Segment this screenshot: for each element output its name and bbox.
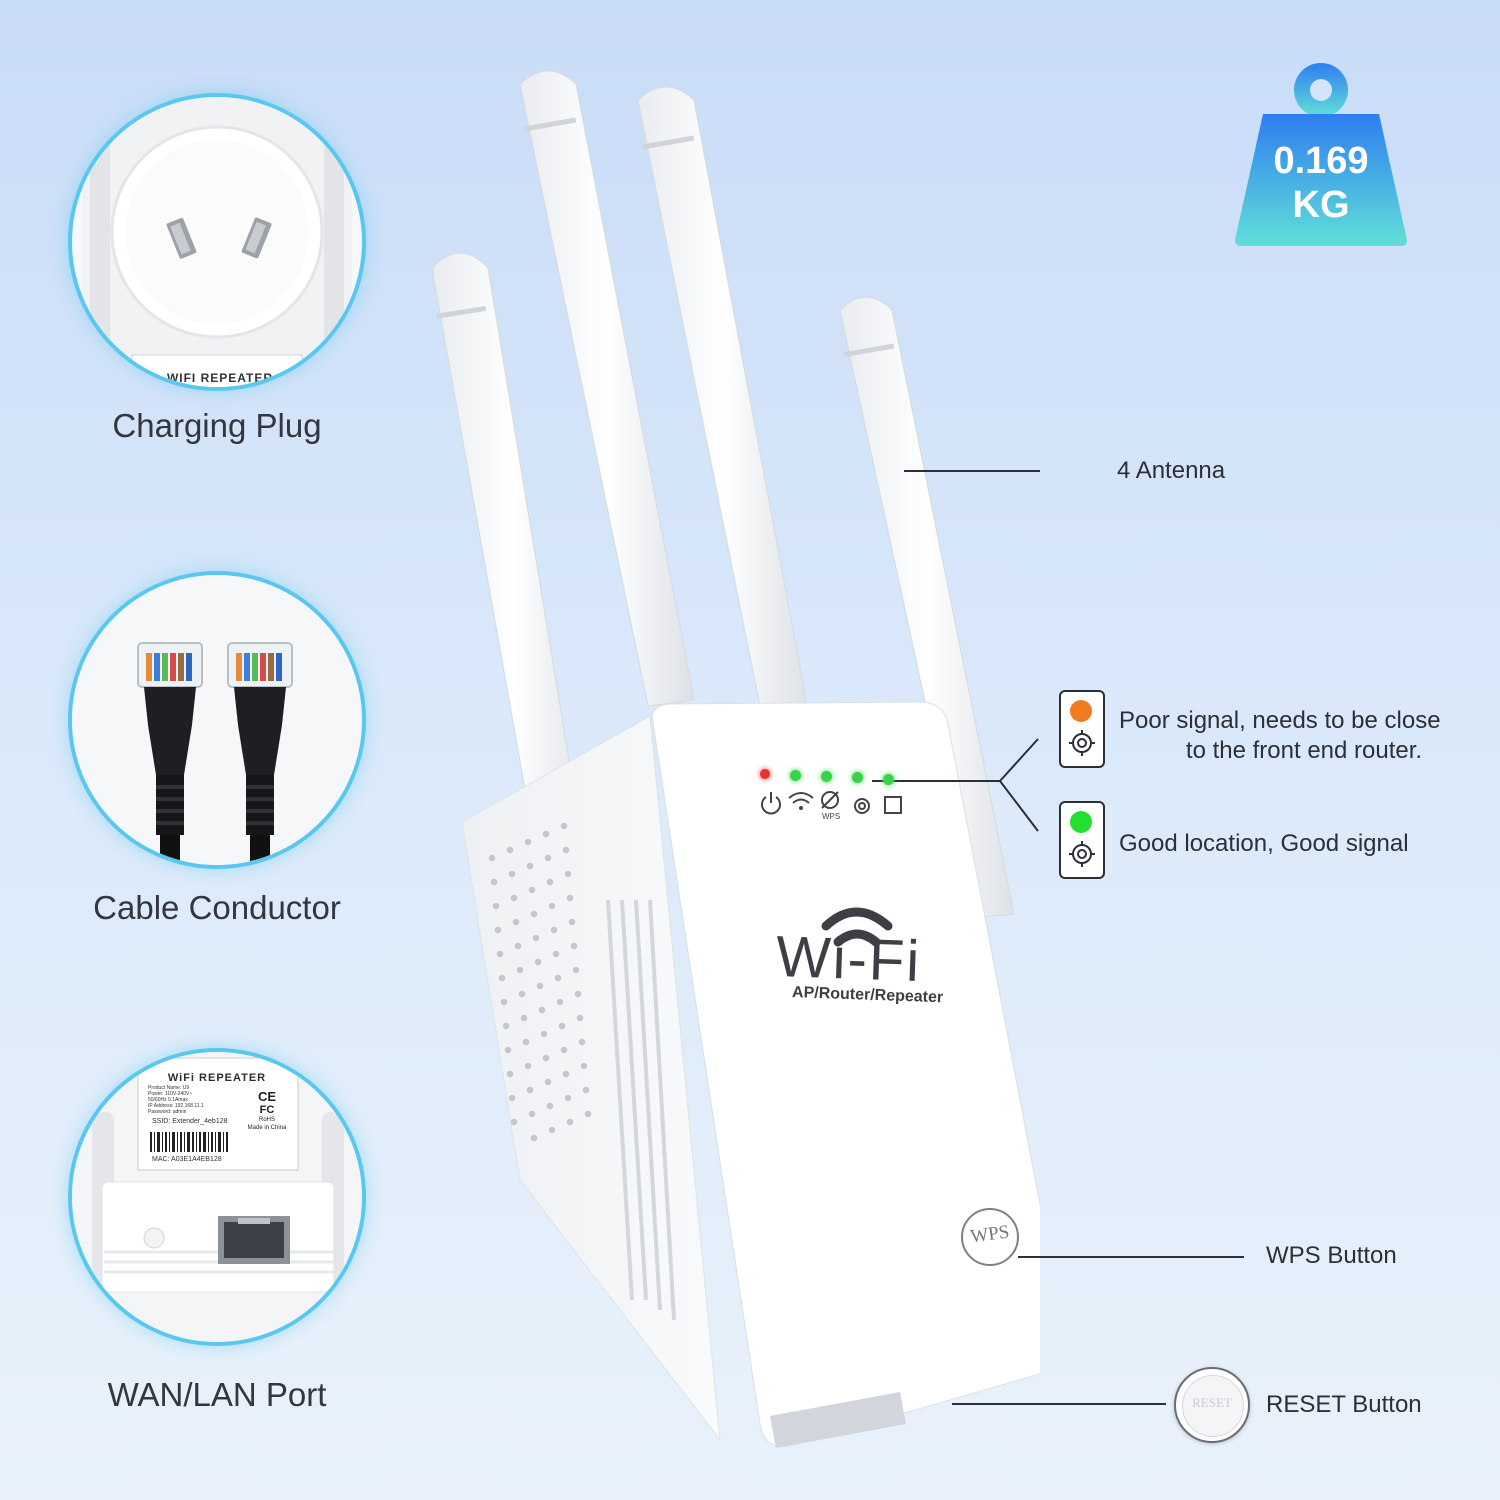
made-in-mark: Made in China [247,1125,287,1131]
wifi-repeater-device [431,70,1040,1448]
antenna-icon [431,252,595,919]
orange-led-icon [1070,700,1092,722]
wan-lan-port-label: WAN/LAN Port [107,1376,327,1413]
weight-value: 0.169 [1273,140,1369,182]
sticker-line: IP Address: 192.168.11.1 [148,1103,204,1109]
fc-mark: FC [259,1104,275,1116]
cable-conductor-image [72,575,362,865]
plug-illustration [82,97,352,387]
reset-button-face [1182,1375,1244,1437]
charging-plug-label: Charging Plug [112,407,322,444]
wps-leader-line [1040,1256,1244,1258]
sticker-line: Power: 110V-240V~ [148,1091,193,1097]
poor-signal-text-line1: Poor signal, needs to be close [1119,707,1441,734]
charging-plug-image: WIFI REPEATER [72,97,362,387]
port-sticker-ssid: SSID: Extender_4eb128 [152,1118,228,1125]
signal-target-icon [1069,841,1095,867]
port-sticker-specs: Product Name: U9 Power: 110V-240V~ 50/60… [148,1085,238,1115]
led-wps [821,771,832,782]
antenna-icon [839,296,1015,919]
weight-unit: KG [1292,184,1350,226]
good-signal-text: Good location, Good signal [1119,830,1409,857]
cable-illustration [72,575,362,865]
port-sticker-mac: MAC: A03E1A4EB128 [152,1156,222,1163]
cable-conductor-label: Cable Conductor [93,889,341,926]
poor-signal-text-line2: to the front end router. [1185,737,1423,764]
rohs-mark: RoHS [258,1117,275,1123]
sticker-line: Password: admin [148,1109,187,1115]
port-illustration [72,1052,362,1342]
reset-button-icon[interactable]: RESET [1174,1367,1250,1443]
port-sticker-marks: CE FC RoHS Made in China [242,1090,292,1132]
led-lan [883,774,894,785]
sticker-line: Product Name: U9 [148,1085,190,1091]
weight-icon [1235,63,1407,246]
reset-button-mark: RESET [1192,1395,1232,1410]
reset-button-callout: RESET Button [1266,1391,1422,1418]
good-signal-indicator [1059,801,1105,879]
led-signal [852,772,863,783]
port-sticker-title: WiFi REPEATER [167,1072,267,1084]
sticker-line: 50/60Hz 0.1Amax [148,1097,188,1103]
wps-led-label: WPS [822,812,841,821]
green-led-icon [1070,811,1092,833]
antenna-callout: 4 Antenna [1117,457,1226,484]
wan-lan-port-image: WiFi REPEATER Product Name: U9 Power: 11… [72,1052,362,1342]
wps-button-callout: WPS Button [1266,1242,1397,1269]
ce-mark: CE [257,1089,277,1104]
antenna-icon [637,86,809,717]
led-wifi [790,770,801,781]
plug-sticker-text: WIFI REPEATER [166,371,274,385]
poor-signal-indicator [1059,690,1105,768]
led-power [760,769,770,779]
signal-target-icon [1069,730,1095,756]
antenna-icon [519,70,695,707]
reset-leader-line [1040,1403,1166,1405]
